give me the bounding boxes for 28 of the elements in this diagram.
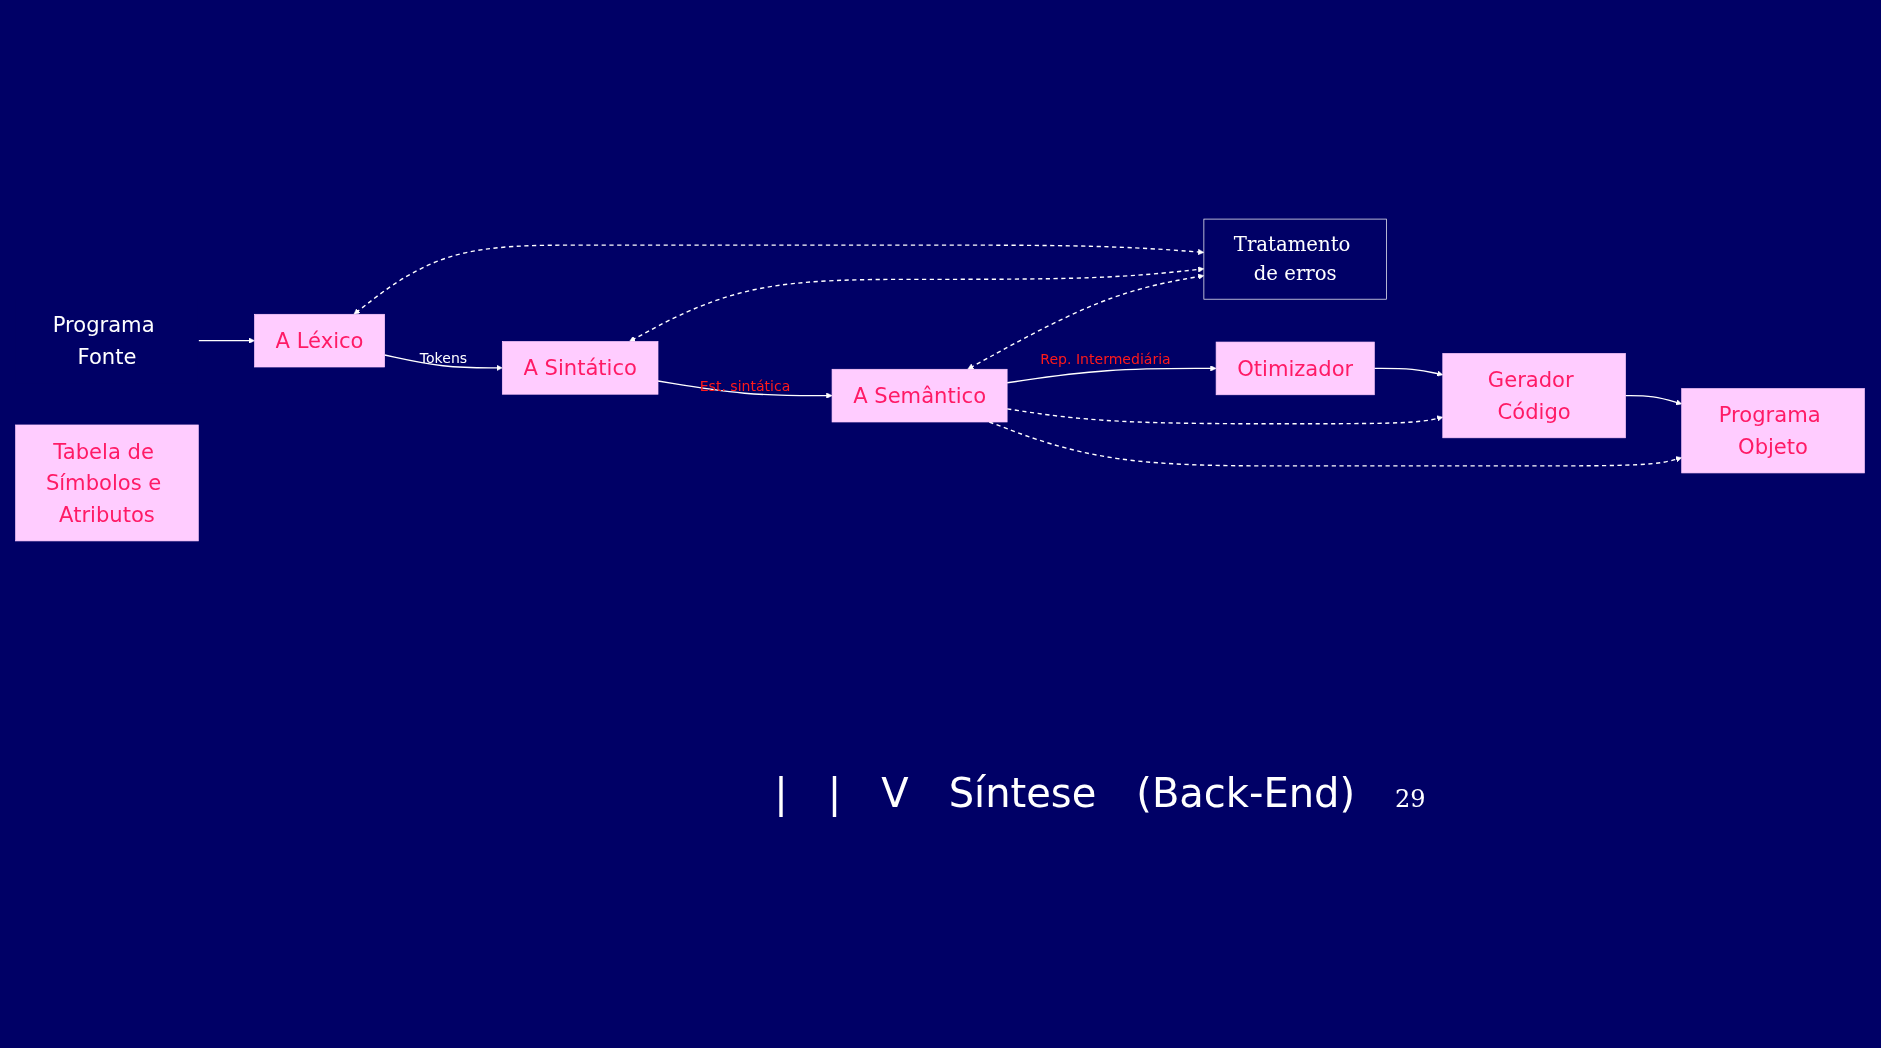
page-number: 29	[1395, 785, 1426, 813]
node-box: A Léxico	[254, 313, 385, 368]
side-label: |	[774, 770, 788, 816]
node-box: Tabela de Símbolos e Atributos	[15, 424, 199, 542]
side-label: Síntese	[948, 770, 1097, 816]
node-box: Tratamento de erros	[1203, 218, 1387, 300]
node-box: Gerador Código	[1442, 353, 1626, 439]
arrow	[1373, 367, 1444, 377]
node-box: A Semântico	[831, 368, 1008, 423]
arrow	[629, 266, 1205, 342]
side-label: V	[881, 770, 909, 816]
arrow	[1624, 394, 1682, 406]
arrow	[988, 421, 1682, 467]
arrow	[1006, 365, 1217, 384]
node-box: A Sintático	[501, 341, 659, 395]
arrow	[383, 354, 503, 371]
arrow	[1006, 408, 1444, 425]
side-label: (Back-End)	[1136, 770, 1356, 816]
arrow	[353, 244, 1205, 315]
node-box: Programa Objeto	[1681, 388, 1865, 474]
arrow	[197, 337, 255, 344]
node-box: Otimizador	[1215, 341, 1375, 396]
node-text: Programa Fonte	[52, 312, 155, 369]
side-label: |	[827, 770, 842, 816]
edge-label: Tokens	[419, 350, 468, 367]
arrow	[657, 380, 833, 399]
edge-label: Rep. Intermediária	[1040, 350, 1171, 367]
arrow	[967, 273, 1205, 370]
